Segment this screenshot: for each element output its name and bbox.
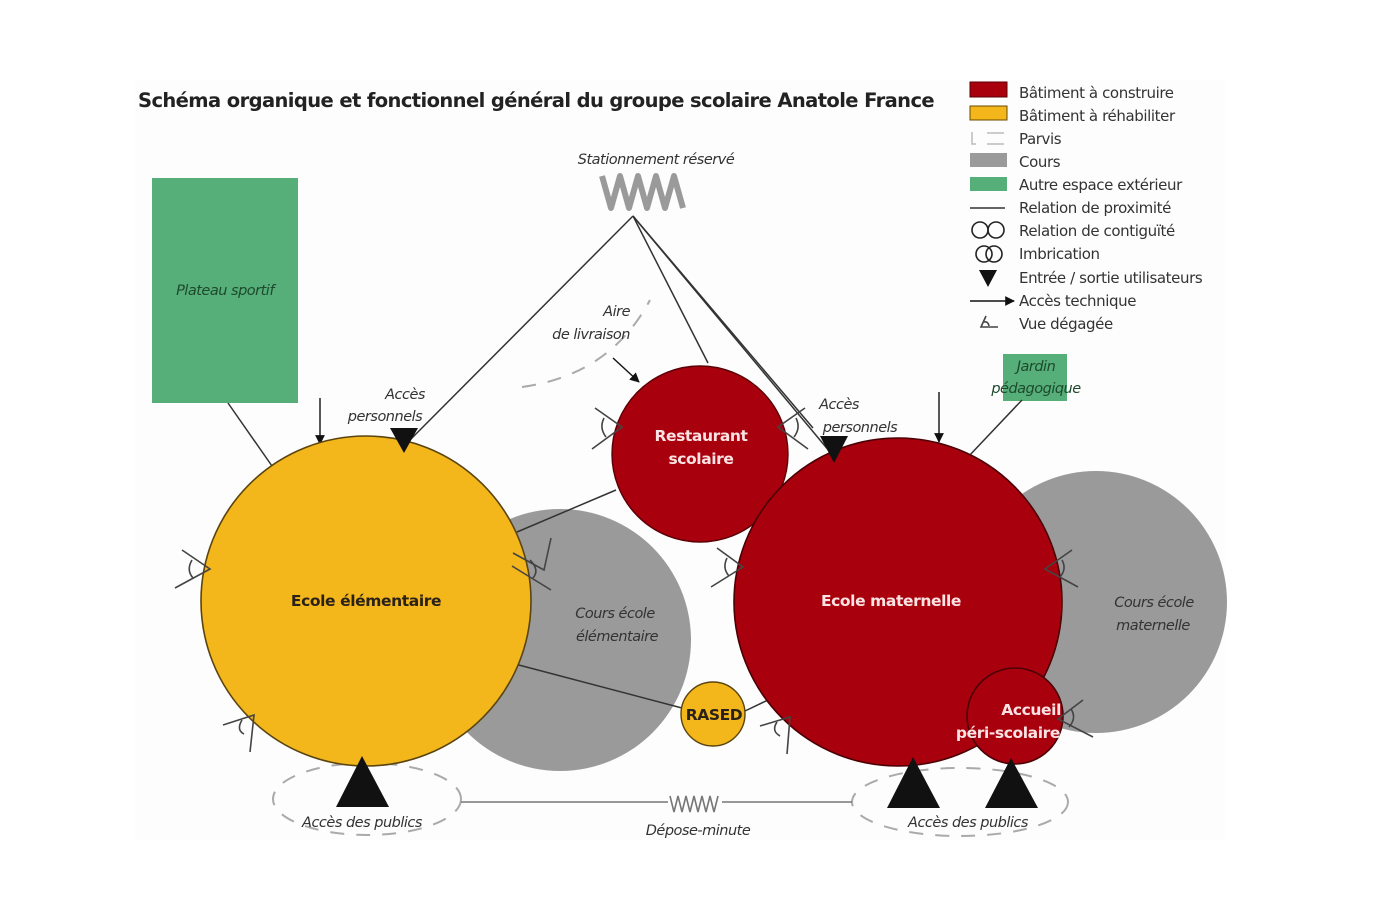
legend-label: Accès technique [1019, 292, 1136, 310]
red-swatch-icon [969, 81, 1008, 98]
legend-label: Autre espace extérieur [1019, 176, 1183, 194]
restaurant-label-2: scolaire [668, 450, 733, 468]
legend-label: Bâtiment à réhabiliter [1019, 107, 1176, 125]
plateau-sportif-label: Plateau sportif [176, 283, 276, 299]
touching-circles-icon [971, 221, 1005, 239]
acces-publics-label: Accès des publics [301, 815, 423, 831]
accueil-label-1: Accueil [1001, 701, 1061, 719]
entree-personnels-icon [390, 428, 418, 453]
ecole-maternelle-label: Ecole maternelle [821, 592, 961, 610]
legend-label: Relation de proximité [1019, 199, 1171, 217]
green-swatch-icon [970, 177, 1007, 191]
legend-label: Cours [1019, 153, 1061, 171]
jardin-label-1: Jardin [1014, 359, 1056, 375]
cours-elementaire-label-1: Cours école [575, 606, 655, 622]
rased-label: RASED [686, 706, 743, 724]
acces-personnels-label-1: Accès [384, 387, 426, 403]
legend-label: Imbrication [1019, 245, 1100, 263]
down-triangle-icon [979, 270, 997, 287]
eye-icon [979, 315, 998, 328]
parvis-livraison [521, 299, 651, 388]
plateau-sportif-zone [152, 178, 298, 403]
entree-publics-icon [336, 756, 389, 807]
yellow-swatch-icon [969, 105, 1008, 121]
depose-minute-label: Dépose-minute [646, 823, 751, 839]
legend-label: Vue dégagée [1019, 315, 1113, 333]
cours-maternelle-label-1: Cours école [1114, 595, 1194, 611]
jardin-pedagogique-zone [1003, 354, 1067, 401]
livraison-label-2: de livraison [552, 327, 630, 343]
jardin-label-2: pédagogique [990, 381, 1081, 397]
legend: Bâtiment à construire Bâtiment à réhabil… [969, 81, 1203, 333]
accueil-label-2: péri-scolaire [956, 724, 1060, 742]
entree-publics-icon [985, 758, 1038, 808]
acces-personnels-label-2: personnels [822, 420, 898, 436]
acces-livraison-arrow [612, 357, 640, 383]
diagram-title: Schéma organique et fonctionnel général … [138, 89, 934, 112]
entree-publics-icon [887, 757, 940, 808]
stationnement-label: Stationnement réservé [578, 152, 735, 168]
dashed-parvis-icon [971, 132, 1004, 145]
vue-degagee-icons [174, 407, 1094, 755]
legend-label: Bâtiment à construire [1019, 84, 1174, 102]
cours-maternelle-label-2: maternelle [1116, 618, 1190, 634]
legend-label: Relation de contiguïté [1019, 222, 1175, 240]
parking-icon [599, 173, 686, 211]
livraison-label-1: Aire [602, 304, 630, 320]
restaurant-label-1: Restaurant [654, 427, 748, 445]
acces-personnels-label-1: Accès [818, 397, 860, 413]
restaurant-scolaire-building [611, 365, 789, 543]
rased-building [680, 681, 746, 747]
acces-personnels-label-2: personnels [347, 409, 423, 425]
cours-elementaire-label-2: élémentaire [576, 629, 659, 645]
gray-swatch-icon [970, 153, 1007, 167]
ecole-elementaire-label: Ecole élémentaire [291, 592, 441, 610]
overlapping-circles-icon [975, 245, 1003, 263]
depose-minute-icon [669, 795, 719, 813]
entree-personnels-icon [820, 436, 848, 463]
legend-label: Entrée / sortie utilisateurs [1019, 269, 1203, 287]
legend-label: Parvis [1019, 130, 1062, 148]
acces-publics-label: Accès des publics [907, 815, 1029, 831]
